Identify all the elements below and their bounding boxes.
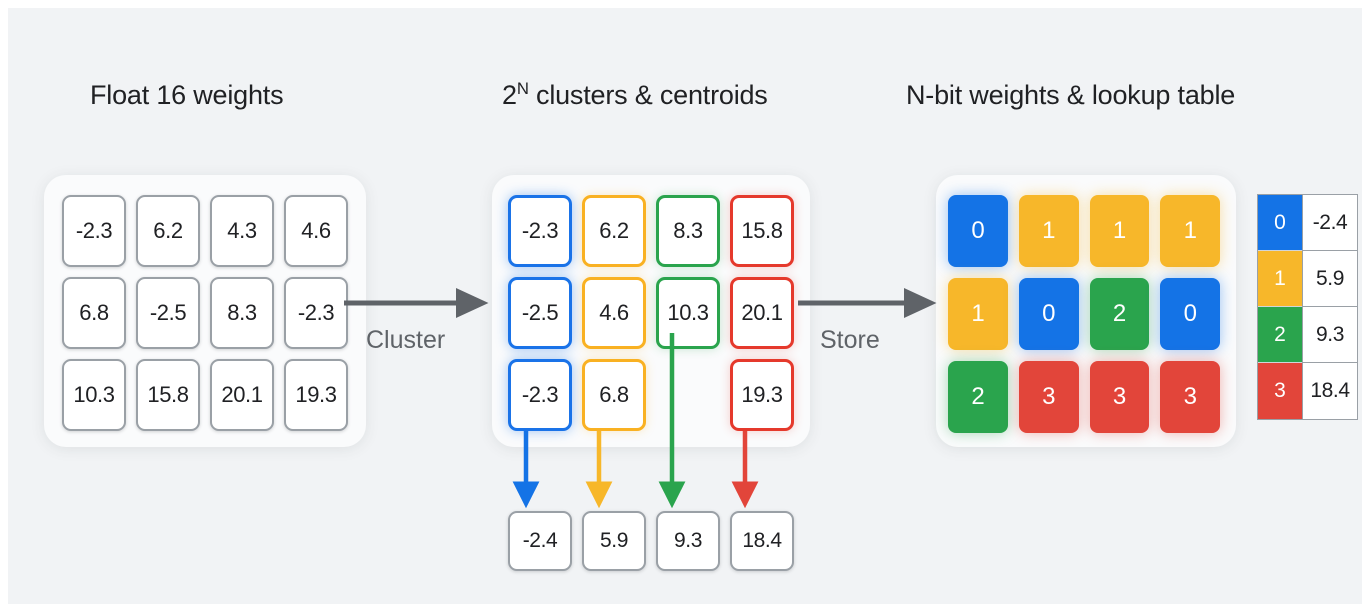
float16-cell-r0-c3: 4.6: [284, 195, 348, 267]
arrow-label-cluster: Cluster: [366, 326, 446, 354]
float16-cell-r0-c0: -2.3: [62, 195, 126, 267]
cluster-cell-r2-c1: 6.8: [582, 359, 646, 431]
nbit-cell-r2-c2: 3: [1089, 361, 1150, 433]
cluster-cell-r1-c1: 4.6: [582, 277, 646, 349]
cluster-cell-r1-c0: -2.5: [508, 277, 572, 349]
nbit-cell-r1-c3: 0: [1160, 278, 1220, 350]
centroid-cell-0: -2.4: [508, 511, 572, 571]
float16-cell-r0-c1: 6.2: [136, 195, 200, 267]
float16-cell-r1-c1: -2.5: [136, 277, 200, 349]
cluster-cell-r0-c0: -2.3: [508, 195, 572, 267]
centroid-cell-2: 9.3: [656, 511, 720, 571]
lookup-key-3: 3: [1258, 363, 1302, 419]
float16-cell-r2-c2: 20.1: [210, 359, 274, 431]
lookup-value-1: 5.9: [1302, 251, 1357, 307]
column-title-clusters: 2N clusters & centroids: [502, 80, 768, 111]
nbit-cell-r2-c0: 2: [948, 361, 1008, 433]
lookup-value-0: -2.4: [1302, 195, 1357, 251]
diagram-canvas: Float 16 weights 2N clusters & centroids…: [8, 8, 1362, 604]
float16-cell-r2-c1: 15.8: [136, 359, 200, 431]
cluster-cell-empty-r2-c2: [656, 359, 720, 431]
nbit-cell-r0-c1: 1: [1018, 195, 1079, 267]
cluster-cell-r1-c2: 10.3: [656, 277, 720, 349]
float16-cell-r1-c0: 6.8: [62, 277, 126, 349]
lookup-key-0: 0: [1258, 195, 1302, 251]
float16-cell-r1-c2: 8.3: [210, 277, 274, 349]
column-title-clusters-base: 2: [502, 80, 517, 110]
nbit-cell-r0-c0: 0: [948, 195, 1008, 267]
column-title-nbit-text: N-bit weights & lookup table: [906, 80, 1236, 110]
nbit-cell-r2-c1: 3: [1018, 361, 1079, 433]
column-title-float16: Float 16 weights: [90, 80, 284, 111]
cluster-cell-r0-c3: 15.8: [730, 195, 794, 267]
float16-cell-r2-c0: 10.3: [62, 359, 126, 431]
lookup-key-2: 2: [1258, 307, 1302, 363]
cluster-cell-r1-c3: 20.1: [730, 277, 794, 349]
lookup-value-3: 18.4: [1302, 363, 1357, 419]
nbit-cell-r0-c2: 1: [1089, 195, 1150, 267]
nbit-cell-r1-c2: 2: [1089, 278, 1150, 350]
lookup-value-2: 9.3: [1302, 307, 1357, 363]
arrow-label-store: Store: [820, 326, 880, 354]
centroid-cell-1: 5.9: [582, 511, 646, 571]
cluster-cell-r2-c0: -2.3: [508, 359, 572, 431]
column-title-nbit: N-bit weights & lookup table: [906, 80, 1235, 111]
float16-cell-r1-c3: -2.3: [284, 277, 348, 349]
nbit-cell-r1-c0: 1: [948, 278, 1008, 350]
nbit-cell-r2-c3: 3: [1160, 361, 1220, 433]
column-title-clusters-exponent: N: [516, 79, 529, 98]
float16-cell-r0-c2: 4.3: [210, 195, 274, 267]
column-title-clusters-rest: clusters & centroids: [528, 80, 768, 110]
cluster-cell-r0-c2: 8.3: [656, 195, 720, 267]
nbit-cell-r0-c3: 1: [1160, 195, 1220, 267]
cluster-cell-r2-c3: 19.3: [730, 359, 794, 431]
centroid-cell-3: 18.4: [730, 511, 794, 571]
float16-cell-r2-c3: 19.3: [284, 359, 348, 431]
lookup-key-1: 1: [1258, 251, 1302, 307]
cluster-cell-r0-c1: 6.2: [582, 195, 646, 267]
nbit-cell-r1-c1: 0: [1018, 278, 1079, 350]
column-title-float16-text: Float 16 weights: [90, 80, 284, 110]
